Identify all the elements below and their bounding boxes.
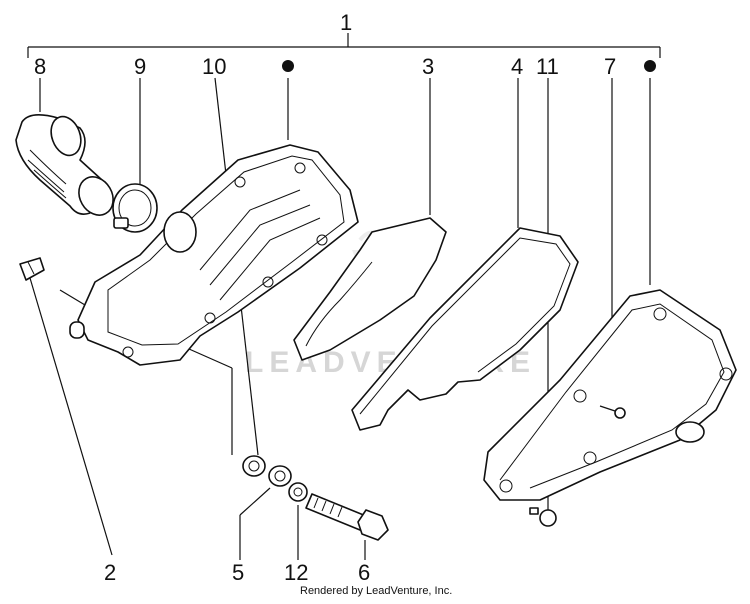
callout-2: 2 [104, 560, 116, 585]
assembly-bracket [27, 33, 661, 58]
airbox-cover [483, 289, 737, 501]
marker-dot [282, 60, 294, 72]
filter-element [293, 217, 447, 361]
callout-10: 10 [202, 54, 226, 79]
callout-7: 7 [604, 54, 616, 79]
intake-duct [15, 114, 114, 216]
drain-plug [529, 507, 557, 527]
mounting-hardware [242, 455, 389, 541]
callout-3: 3 [422, 54, 434, 79]
airbox-housing [69, 144, 359, 366]
callout-11: 11 [536, 54, 559, 79]
callout-1: 1 [340, 10, 352, 35]
gasket [351, 227, 579, 431]
clip [19, 257, 45, 281]
credit-text: Rendered by LeadVenture, Inc. [300, 585, 452, 597]
hose-clamp [112, 183, 158, 233]
screw [599, 405, 626, 419]
callout-5: 5 [232, 560, 244, 585]
callout-4: 4 [511, 54, 523, 79]
callout-8: 8 [34, 54, 46, 79]
marker-dot [644, 60, 656, 72]
callout-12: 12 [284, 560, 308, 585]
callout-6: 6 [358, 560, 370, 585]
callout-9: 9 [134, 54, 146, 79]
